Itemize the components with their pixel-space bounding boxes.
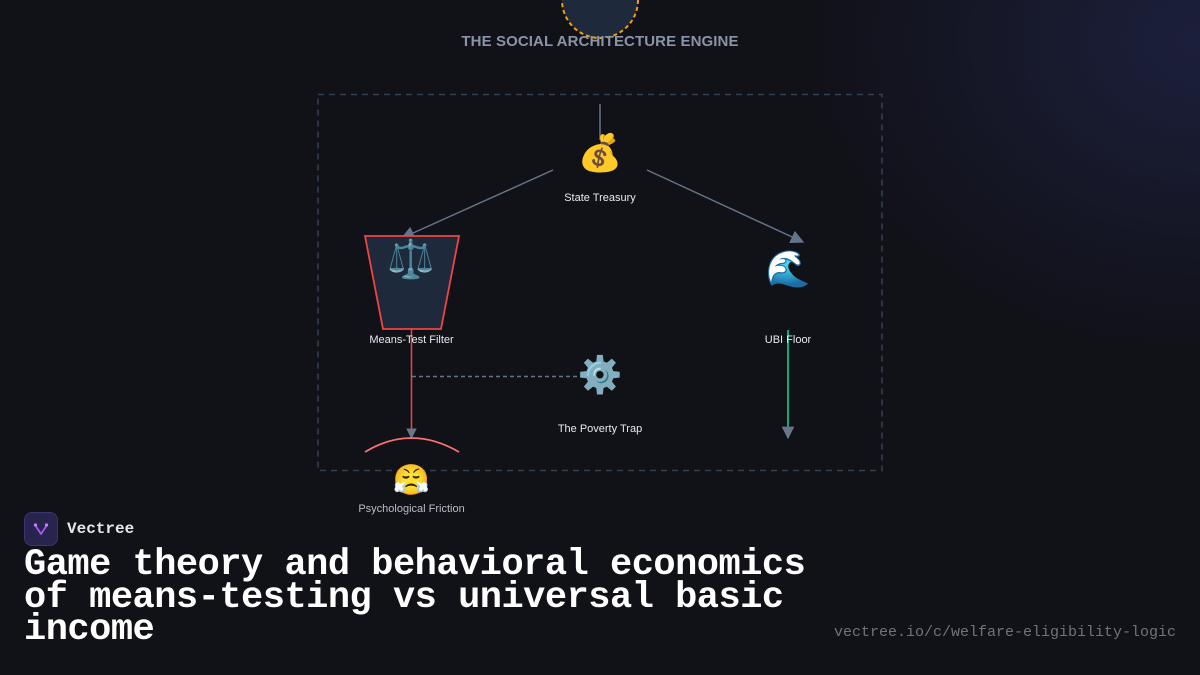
brand[interactable]: Vectree (24, 512, 134, 546)
edge-treasury-to-ubi (646, 169, 805, 244)
node-label-state-treasury: State Treasury (564, 192, 636, 204)
vectree-logo-icon (24, 512, 58, 546)
page-headline: Game theory and behavioral economics of … (24, 544, 806, 651)
node-label-means-test-filter: Means-Test Filter (369, 334, 454, 346)
source-url[interactable]: vectree.io/c/welfare-eligibility-logic (833, 624, 1176, 641)
balance-scale-icon[interactable]: ⚖️ (387, 239, 435, 281)
edge-treasury-to-means-test (400, 169, 554, 240)
node-label-ubi-floor: UBI Floor (764, 334, 812, 346)
brand-name: Vectree (67, 520, 135, 538)
means-test-filter-shape[interactable] (363, 235, 461, 330)
engine-core-circle[interactable] (561, 0, 639, 39)
diagram-title: THE SOCIAL ARCHITECTURE ENGINE (461, 33, 739, 50)
gear-icon[interactable]: ⚙️ (577, 354, 623, 395)
money-bag-icon[interactable]: 💰 (577, 132, 623, 173)
node-label-poverty-trap: The Poverty Trap (557, 423, 643, 435)
friction-arc (364, 437, 460, 453)
system-boundary-frame (317, 93, 883, 472)
node-label-psychological-friction: Psychological Friction (358, 503, 465, 515)
wave-icon[interactable]: 🌊 (765, 248, 811, 289)
steaming-face-icon[interactable]: 😤 (392, 464, 431, 497)
